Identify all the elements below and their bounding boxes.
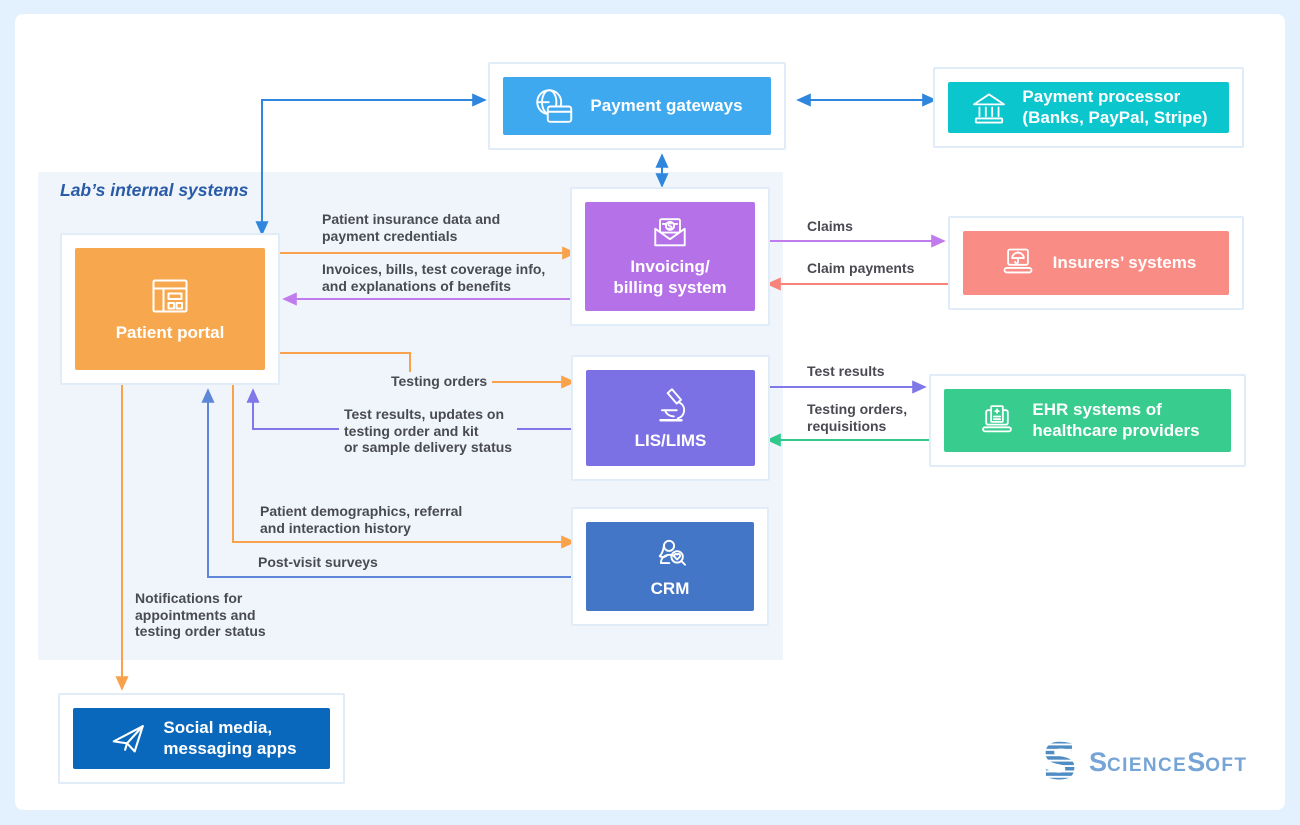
node-label: Invoicing/ billing system xyxy=(613,257,727,297)
edge-label-claim-payments: Claim payments xyxy=(807,260,915,276)
laptop-medical-record-icon xyxy=(975,403,1019,439)
svg-text:S: S xyxy=(1042,740,1078,784)
node-label: CRM xyxy=(650,578,690,598)
node-social-media: Social media, messaging apps xyxy=(58,693,345,784)
browser-window-icon xyxy=(148,274,192,318)
node-label: EHR systems of healthcare providers xyxy=(1032,399,1200,440)
microscope-icon xyxy=(650,384,692,426)
edge-label-notifications: Notifications for appointments and testi… xyxy=(135,590,266,640)
sciencesoft-logo-mark-icon: S xyxy=(1040,740,1080,784)
edge-label-test-results-updates: Test results, updates on testing order a… xyxy=(339,405,518,457)
node-invoicing-billing-system: $ Invoicing/ billing system xyxy=(570,187,770,326)
svg-text:$: $ xyxy=(667,222,673,232)
node-label: Patient portal xyxy=(115,323,225,343)
edge-label-invoices: Invoices, bills, test coverage info, and… xyxy=(322,261,546,294)
panel-title: Lab’s internal systems xyxy=(60,180,249,200)
node-label: Payment gateways xyxy=(590,95,743,115)
node-ehr-systems: EHR systems of healthcare providers xyxy=(929,374,1246,467)
node-payment-gateways: Payment gateways xyxy=(488,62,786,150)
laptop-umbrella-icon xyxy=(996,245,1040,281)
node-patient-portal: Patient portal xyxy=(60,233,280,385)
node-label: Social media, messaging apps xyxy=(163,717,297,758)
edge-label-orders-requisitions: Testing orders, requisitions xyxy=(807,401,908,434)
edge-label-insurance-data: Patient insurance data and payment crede… xyxy=(322,211,501,244)
edge-label-testing-orders: Testing orders xyxy=(386,372,493,391)
node-label: Payment processor (Banks, PayPal, Stripe… xyxy=(1022,86,1208,127)
node-crm: CRM xyxy=(571,507,769,626)
node-label: LIS/LIMS xyxy=(634,431,707,451)
node-label: Insurers’ systems xyxy=(1052,252,1197,272)
edge-label-demographics: Patient demographics, referral and inter… xyxy=(260,503,463,536)
globe-credit-card-icon xyxy=(531,85,577,127)
paper-plane-icon xyxy=(106,719,150,759)
customer-search-heart-icon xyxy=(649,534,691,574)
edge-label-claims: Claims xyxy=(807,218,853,234)
edge-label-post-visit-surveys: Post-visit surveys xyxy=(258,554,378,570)
node-lis-lims: LIS/LIMS xyxy=(571,355,770,481)
node-insurers-systems: Insurers’ systems xyxy=(948,216,1244,310)
envelope-dollar-icon: $ xyxy=(647,214,693,252)
node-payment-processor: Payment processor (Banks, PayPal, Stripe… xyxy=(933,67,1244,148)
edge-label-test-results: Test results xyxy=(807,363,885,379)
bank-icon xyxy=(969,89,1009,127)
